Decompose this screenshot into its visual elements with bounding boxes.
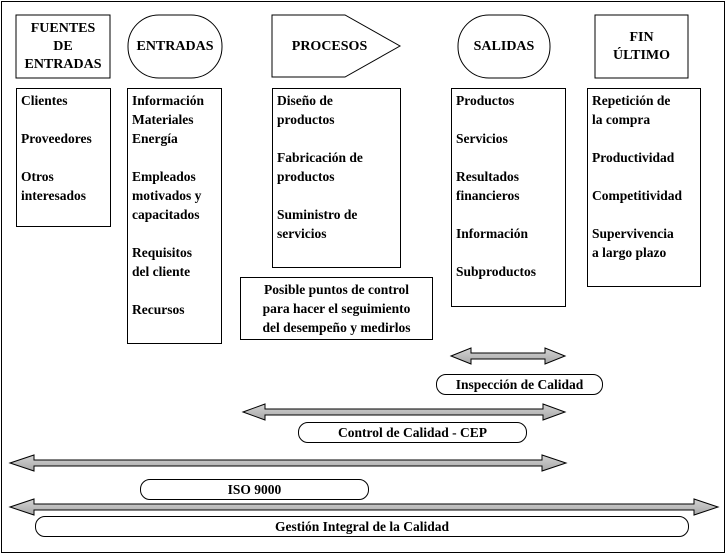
control-calidad-arrow bbox=[241, 403, 567, 421]
iso-arrow bbox=[8, 454, 568, 472]
list-item: Productos bbox=[456, 93, 515, 108]
procesos-list: Diseño de productos Fabricación de produ… bbox=[272, 88, 401, 268]
list-item: Supervivencia a largo plazo bbox=[592, 226, 674, 260]
control-points-note: Posible puntos de control para hacer el … bbox=[240, 277, 433, 340]
list-item: Clientes bbox=[21, 93, 68, 108]
gestion-arrow bbox=[8, 498, 720, 516]
fuentes-list: Clientes Proveedores Otros interesados bbox=[16, 88, 111, 227]
salidas-list: Productos Servicios Resultados financier… bbox=[451, 88, 566, 307]
fuentes-header-shape bbox=[15, 14, 111, 79]
list-item: Recursos bbox=[132, 302, 185, 317]
inspeccion-label: Inspección de Calidad bbox=[436, 374, 603, 395]
entradas-header: ENTRADAS bbox=[136, 38, 214, 54]
list-item: Repetición de la compra bbox=[592, 93, 671, 127]
list-item: Otros interesados bbox=[21, 169, 87, 203]
list-item: Requisitos del cliente bbox=[132, 245, 193, 279]
procesos-header: PROCESOS bbox=[291, 38, 368, 54]
list-item: Información bbox=[456, 226, 528, 241]
fin-list: Repetición de la compra Productividad Co… bbox=[587, 88, 701, 287]
list-item: Información Materiales Energía bbox=[132, 93, 204, 146]
fin-header-shape bbox=[594, 14, 689, 79]
salidas-header-shape bbox=[457, 14, 551, 79]
gestion-label: Gestión Integral de la Calidad bbox=[35, 516, 689, 537]
iso-label: ISO 9000 bbox=[140, 479, 369, 500]
control-calidad-label: Control de Calidad - CEP bbox=[298, 422, 527, 443]
list-item: Servicios bbox=[456, 131, 508, 146]
list-item: Empleados motivados y capacitados bbox=[132, 169, 202, 222]
salidas-header: SALIDAS bbox=[473, 38, 535, 54]
procesos-header-shape bbox=[271, 14, 402, 78]
list-item: Competitividad bbox=[592, 188, 683, 203]
inspeccion-arrow bbox=[449, 347, 567, 365]
list-item: Subproductos bbox=[456, 264, 537, 279]
entradas-list: Información Materiales Energía Empleados… bbox=[127, 88, 222, 344]
list-item: Proveedores bbox=[21, 131, 92, 146]
fin-header: FIN ÚLTIMO bbox=[612, 29, 671, 63]
list-item: Suministro de servicios bbox=[277, 207, 358, 241]
list-item: Productividad bbox=[592, 150, 675, 165]
list-item: Diseño de productos bbox=[277, 93, 335, 127]
list-item: Resultados financieros bbox=[456, 169, 520, 203]
fuentes-header: FUENTES DE ENTRADAS bbox=[24, 20, 102, 72]
list-item: Fabricación de productos bbox=[277, 150, 363, 184]
entradas-header-shape bbox=[127, 14, 223, 79]
